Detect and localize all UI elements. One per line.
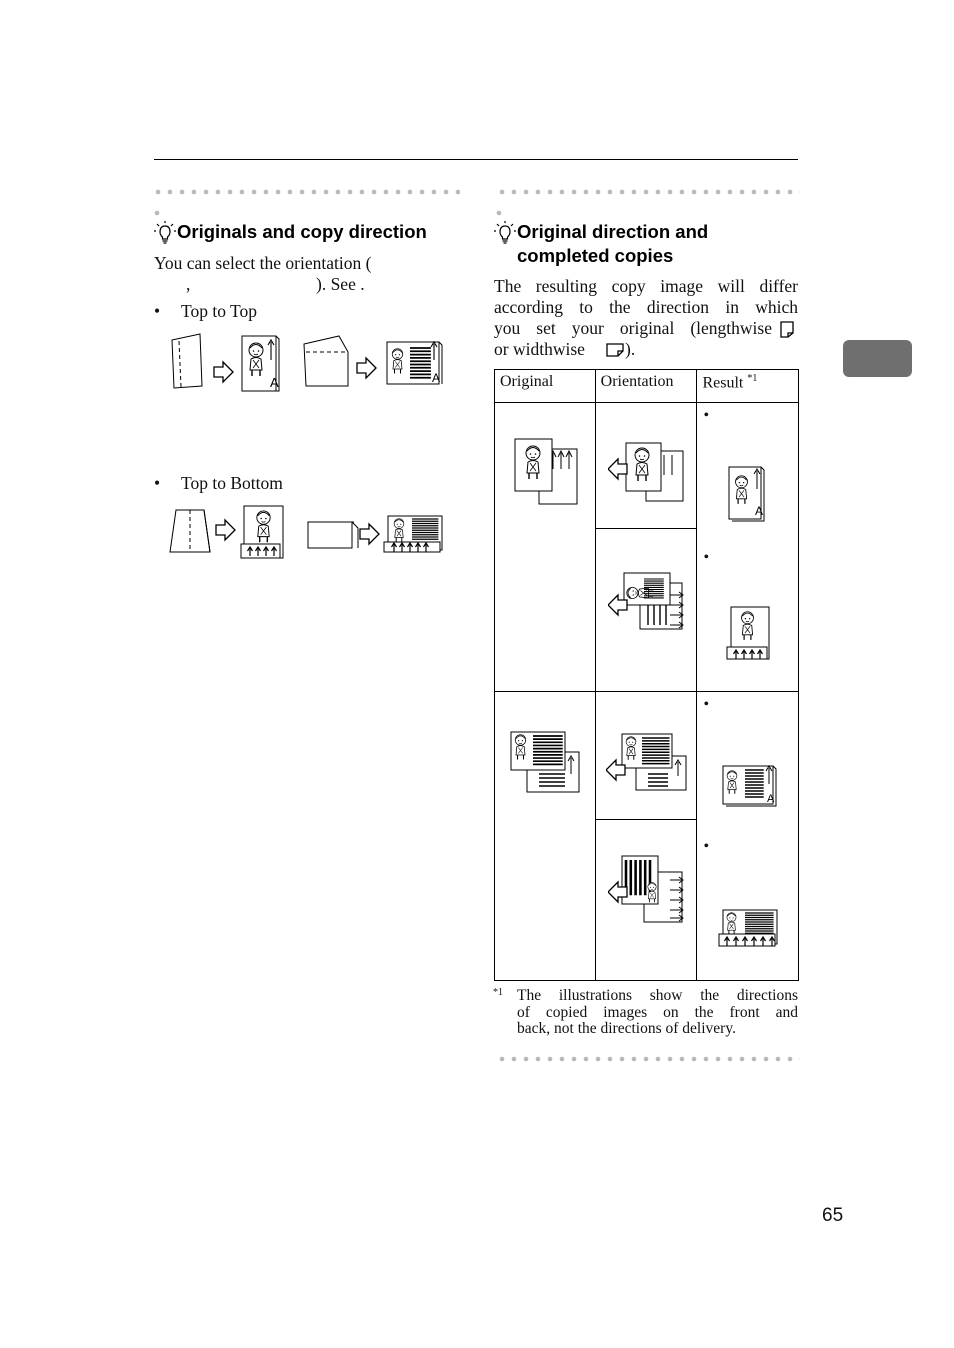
result-top-to-bottom-landscape: [718, 909, 778, 947]
hint-heading-line1: Original direction and: [517, 221, 709, 242]
intro-see-reference: ). See .: [316, 274, 365, 294]
footnote-mark: *1: [493, 987, 503, 998]
hint-heading-text: Originals and copy direction: [177, 221, 427, 242]
dotted-separator-top-right: [494, 188, 800, 196]
result-top-to-bottom-portrait: [726, 606, 770, 660]
cell-result-landscape: • A •: [696, 691, 799, 981]
bullet-label: Top to Bottom: [181, 473, 283, 493]
cell-original-landscape: [494, 691, 596, 981]
direction-table: Original Orientation Result *1 •: [494, 369, 799, 981]
dotted-separator-top-left: [154, 188, 460, 196]
table-row: [495, 819, 799, 981]
portrait-orientation-icon: [780, 321, 794, 338]
cell-orientation-2: [594, 528, 698, 692]
table-row: [495, 528, 799, 692]
top-to-bottom-illustration: [169, 505, 443, 559]
header-rule: [154, 159, 798, 160]
hint-heading-originals: Originals and copy direction: [154, 220, 454, 244]
section-tab: [843, 340, 912, 377]
cell-orientation-4: [594, 819, 698, 981]
result-top-to-top-portrait: A: [728, 466, 765, 522]
orientation-illustration: [607, 442, 684, 502]
orientation-illustration: [607, 855, 684, 923]
lightbulb-icon: [494, 220, 516, 249]
top-to-top-illustration: A A: [171, 333, 443, 392]
svg-text:A: A: [432, 371, 440, 385]
intro-line1: You can select the orientation (: [154, 253, 372, 273]
table-row: • A •: [494, 402, 799, 692]
orientation-illustration: [607, 572, 684, 630]
bullet-label: Top to Top: [181, 301, 257, 321]
lightbulb-icon: [154, 220, 176, 249]
dotted-separator-bottom: [494, 1055, 800, 1063]
dot-accent: [153, 205, 163, 216]
landscape-orientation-icon: [606, 343, 624, 357]
cell-result-portrait: • A •: [696, 402, 799, 692]
table-row: • A •: [494, 691, 799, 981]
cell-orientation-3: [594, 691, 698, 820]
hint-heading-line2: completed copies: [517, 245, 674, 266]
table-header-row: Original Orientation Result *1: [494, 369, 799, 403]
svg-text:A: A: [767, 793, 775, 805]
page-number: 65: [822, 1205, 844, 1226]
bullet-top-to-top: • Top to Top: [154, 301, 257, 321]
intro-comma: ,: [186, 274, 191, 294]
svg-text:A: A: [755, 504, 763, 518]
landscape-original-illustration: [510, 731, 580, 793]
orientation-illustration: [605, 733, 687, 791]
svg-text:A: A: [270, 375, 279, 390]
hint-heading-direction: Original direction and completed copies: [494, 220, 794, 268]
cell-orientation-1: [594, 402, 698, 529]
header-result: Result *1: [696, 369, 799, 403]
header-orientation: Orientation: [594, 369, 698, 403]
direction-paragraph: The resulting copy image will differ acc…: [494, 276, 798, 359]
header-original: Original: [494, 369, 596, 403]
dot-accent: [495, 205, 505, 216]
bullet-top-to-bottom: • Top to Bottom: [154, 473, 283, 493]
portrait-original-illustration: [514, 438, 578, 505]
result-top-to-top-landscape: A: [722, 765, 777, 807]
cell-original-portrait: [494, 402, 596, 692]
footnote-text: The illustrations show the directions of…: [517, 987, 798, 1037]
